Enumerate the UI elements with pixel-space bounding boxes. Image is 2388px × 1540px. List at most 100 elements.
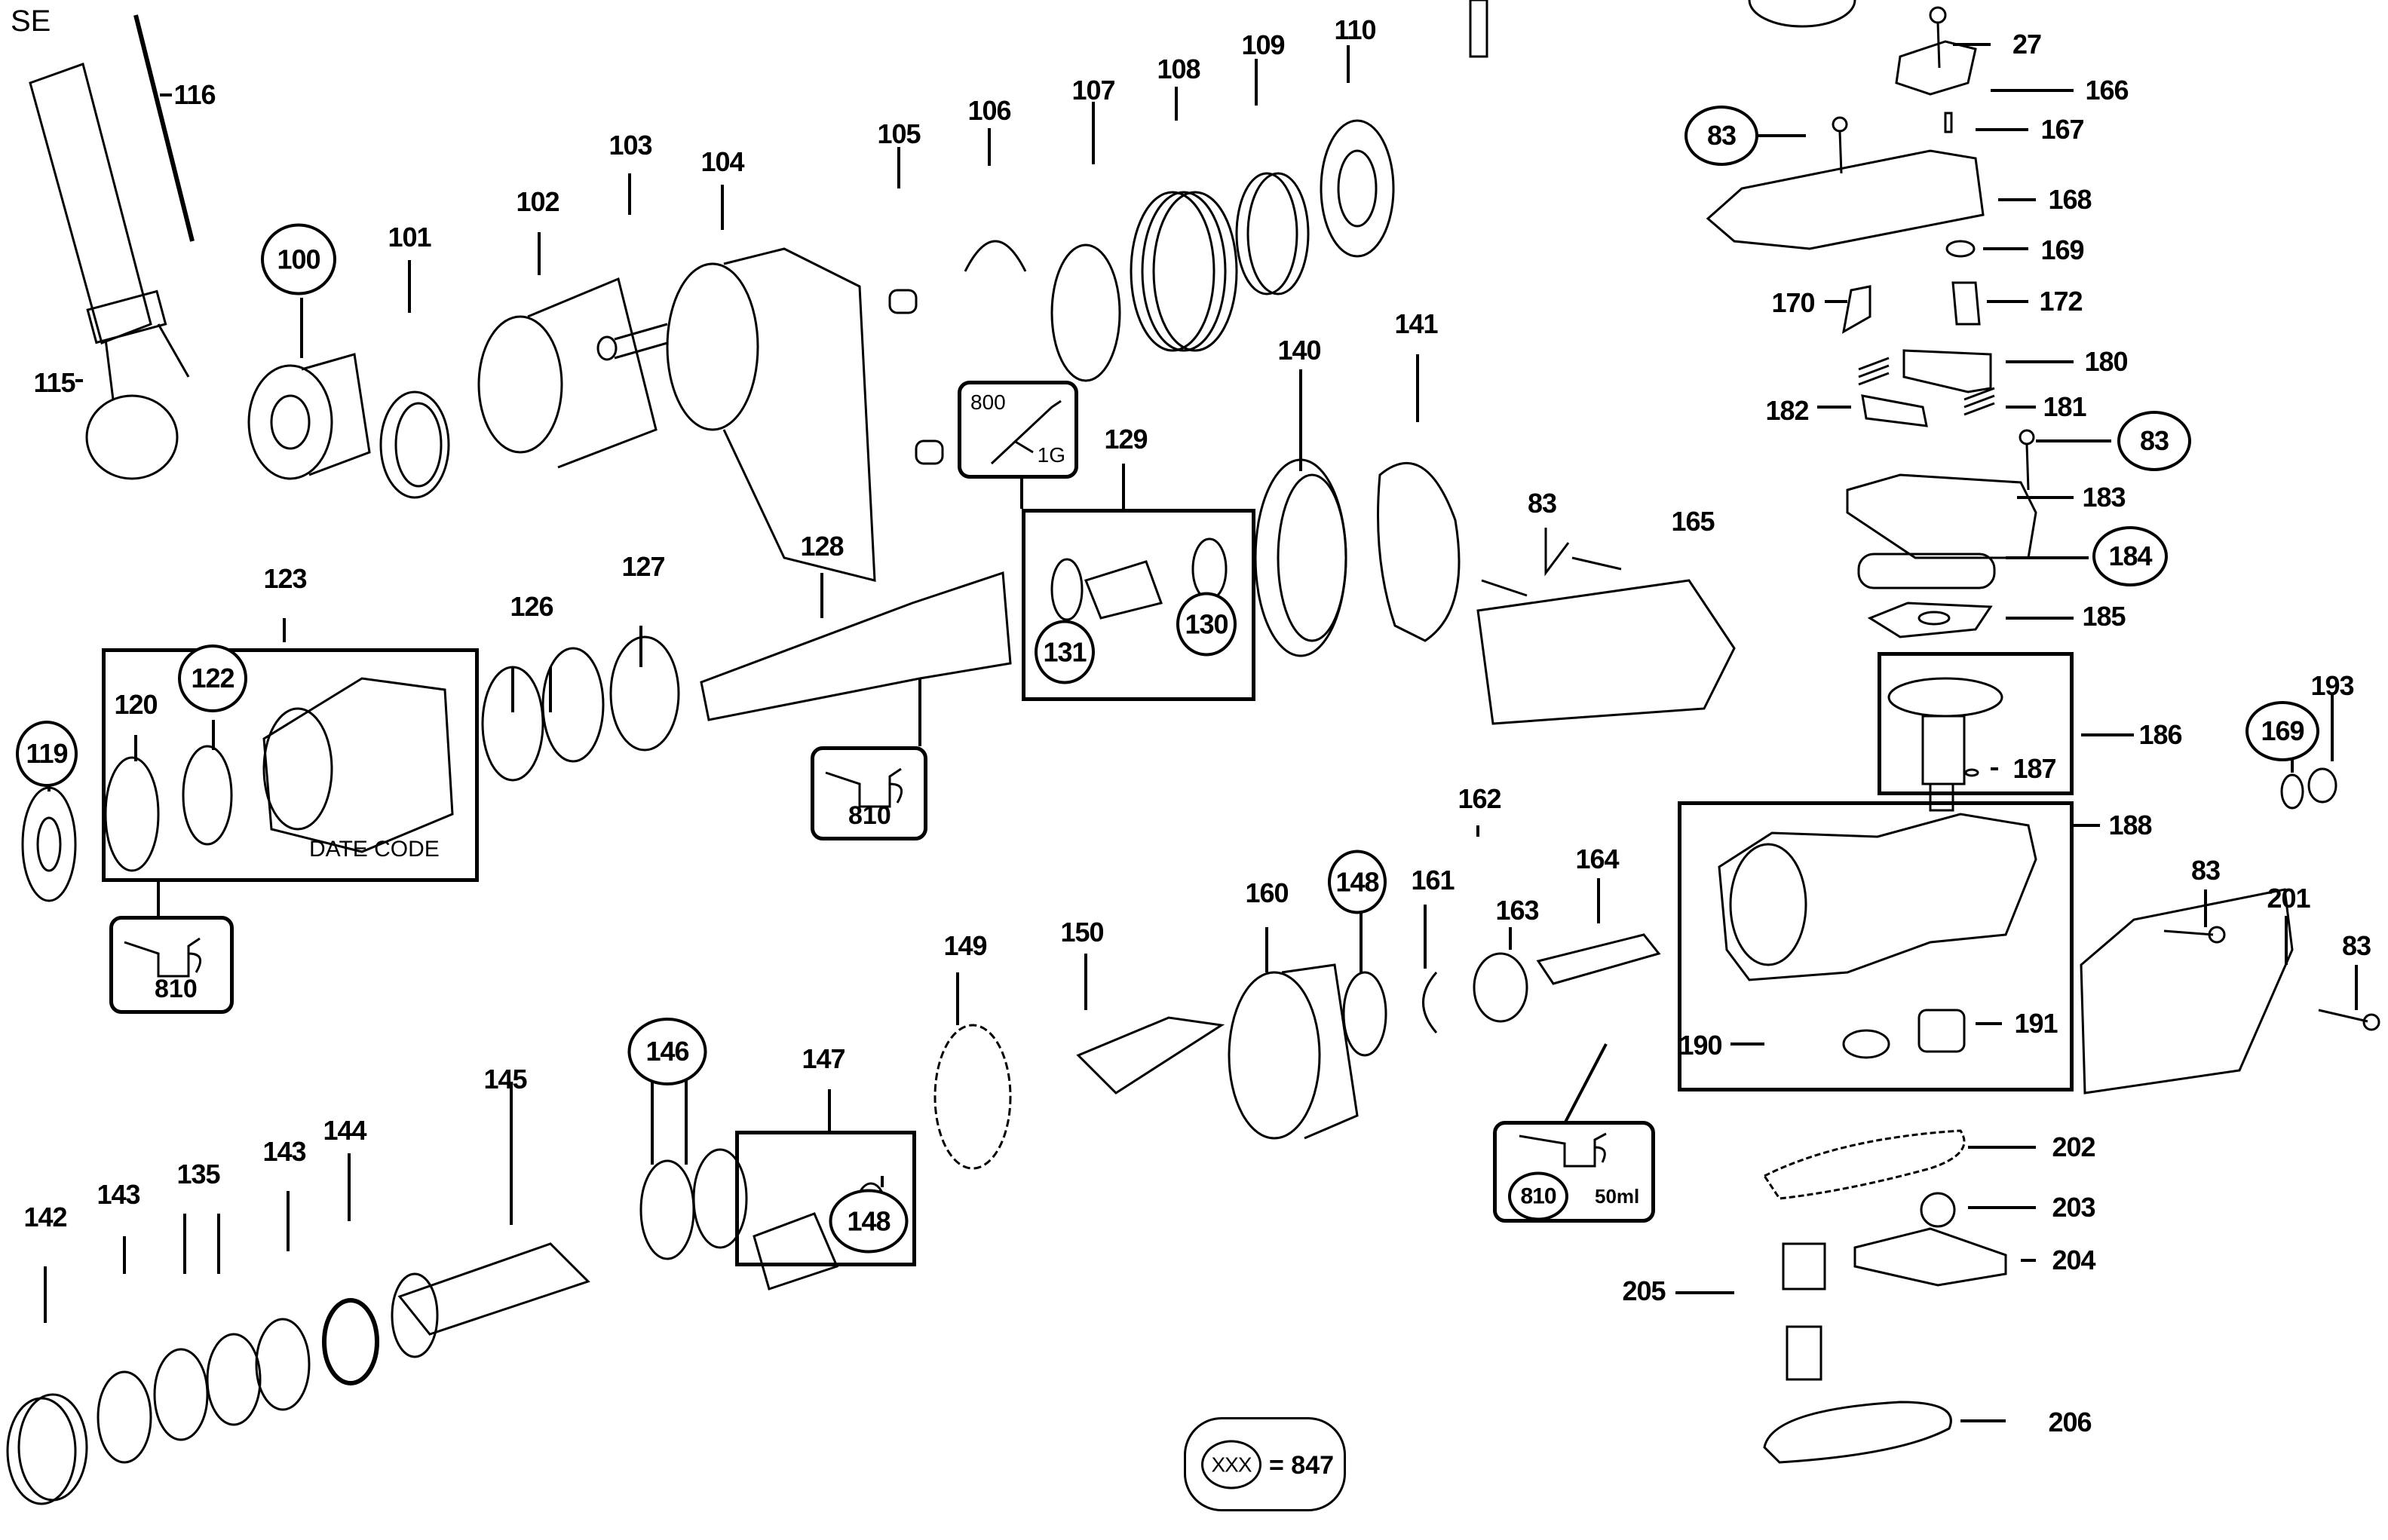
callout-140: 140 (1277, 335, 1321, 366)
callout-184: 184 (2092, 526, 2168, 586)
callout-165: 165 (1671, 506, 1715, 537)
callout-163: 163 (1495, 895, 1539, 926)
part-146-b (692, 1148, 748, 1249)
callout-167: 167 (2040, 114, 2084, 145)
callout-128: 128 (800, 531, 844, 562)
callout-187: 187 (2012, 753, 2056, 784)
callout-144: 144 (323, 1115, 366, 1146)
callout-188: 188 (2108, 810, 2152, 840)
callout-83-c: 83 (2190, 855, 2221, 886)
callout-170: 170 (1771, 287, 1815, 318)
spring-180 (1858, 357, 1890, 386)
part-201 (2080, 888, 2294, 1095)
callout-166: 166 (2085, 75, 2129, 106)
callout-135: 135 (176, 1159, 220, 1189)
callout-160: 160 (1245, 877, 1289, 908)
callout-131: 131 (1035, 620, 1095, 684)
callout-number: 122 (191, 663, 235, 693)
callout-83-b: 83 (2117, 411, 2191, 471)
callout-83-a: 83 (1684, 106, 1758, 166)
callout-120: 120 (114, 689, 158, 720)
lubricant-box-800: 800 1G (958, 381, 1078, 479)
date-code-label: DATE CODE (309, 837, 440, 862)
lubricant-amount: 1G (1037, 443, 1065, 467)
oil-can-icon (1519, 1132, 1607, 1168)
grease-gun-icon (990, 400, 1062, 465)
oil-can-icon (825, 767, 903, 808)
part-190 (1842, 1029, 1890, 1059)
callout-145: 145 (483, 1064, 527, 1095)
legend-value: = 847 (1269, 1451, 1335, 1480)
legend-box: XXX = 847 (1184, 1417, 1346, 1511)
callout-148-b: 148 (829, 1189, 909, 1254)
callout-203: 203 (2052, 1192, 2095, 1223)
callout-182: 182 (1765, 395, 1809, 426)
callout-103: 103 (608, 130, 652, 161)
callout-143-b: 143 (97, 1179, 140, 1210)
part-148-ring (1342, 971, 1387, 1057)
part-120 (104, 756, 160, 872)
part-205 (1748, 0, 1856, 1381)
callout-109: 109 (1241, 29, 1285, 60)
lubricant-code: 810 (1520, 1183, 1556, 1208)
part-165 (1476, 579, 1736, 725)
part-149 (933, 1024, 1012, 1170)
part-144 (322, 1298, 379, 1385)
callout-162: 162 (1458, 783, 1501, 814)
part-83-pins (1481, 528, 1622, 597)
part-188-bore (1729, 843, 1807, 966)
part-143-a (255, 1318, 311, 1411)
callout-180: 180 (2084, 346, 2128, 377)
callout-146: 146 (627, 1018, 707, 1085)
callout-108: 108 (1157, 54, 1200, 84)
part-168 (1706, 149, 1985, 250)
part-101 (379, 390, 450, 499)
leader-lines (44, 43, 2358, 1422)
part-186-gear (1887, 677, 2003, 812)
callout-127: 127 (621, 551, 665, 582)
part-135-a (153, 1348, 209, 1441)
callout-27: 27 (2012, 29, 2042, 60)
part-184 (1857, 553, 1996, 589)
callout-172: 172 (2039, 286, 2083, 317)
side-handle-part (29, 63, 190, 480)
part-145-end (391, 1272, 439, 1358)
part-141 (1377, 461, 1461, 642)
part-107 (1050, 243, 1121, 382)
part-172 (1951, 281, 1981, 326)
callout-130: 130 (1176, 592, 1237, 657)
callout-186: 186 (2138, 719, 2182, 750)
part-206 (1763, 1401, 1952, 1464)
part-83-screw-201b (2318, 1009, 2380, 1031)
part-162 (1469, 0, 1488, 58)
callout-122: 122 (178, 644, 247, 712)
callout-110: 110 (1334, 14, 1376, 45)
callout-number: 130 (1185, 608, 1228, 639)
part-104 (666, 247, 876, 582)
part-170 (1841, 285, 1871, 334)
part-108 (1130, 191, 1238, 352)
part-109 (1235, 172, 1310, 295)
callout-191: 191 (2014, 1008, 2058, 1039)
callout-107: 107 (1071, 75, 1115, 106)
callout-185: 185 (2082, 601, 2126, 632)
callout-193: 193 (2310, 670, 2354, 701)
part-182 (1861, 394, 1928, 427)
lubricant-code: 800 (970, 390, 1006, 414)
callout-129: 129 (1104, 424, 1148, 455)
part-202 (1762, 1129, 1966, 1200)
callout-number: 100 (277, 243, 320, 274)
callout-169: 169 (2040, 234, 2084, 265)
callout-123: 123 (263, 563, 307, 594)
part-122 (182, 745, 233, 846)
part-102 (477, 277, 658, 469)
part-145 (397, 1242, 590, 1336)
oil-can-icon (124, 937, 202, 978)
part-150 (1076, 1016, 1225, 1095)
part-169 (1945, 240, 1976, 258)
callout-148-a: 148 (1328, 850, 1387, 914)
callout-149: 149 (943, 930, 987, 961)
part-166 (1895, 40, 1977, 96)
part-105 (888, 289, 944, 465)
